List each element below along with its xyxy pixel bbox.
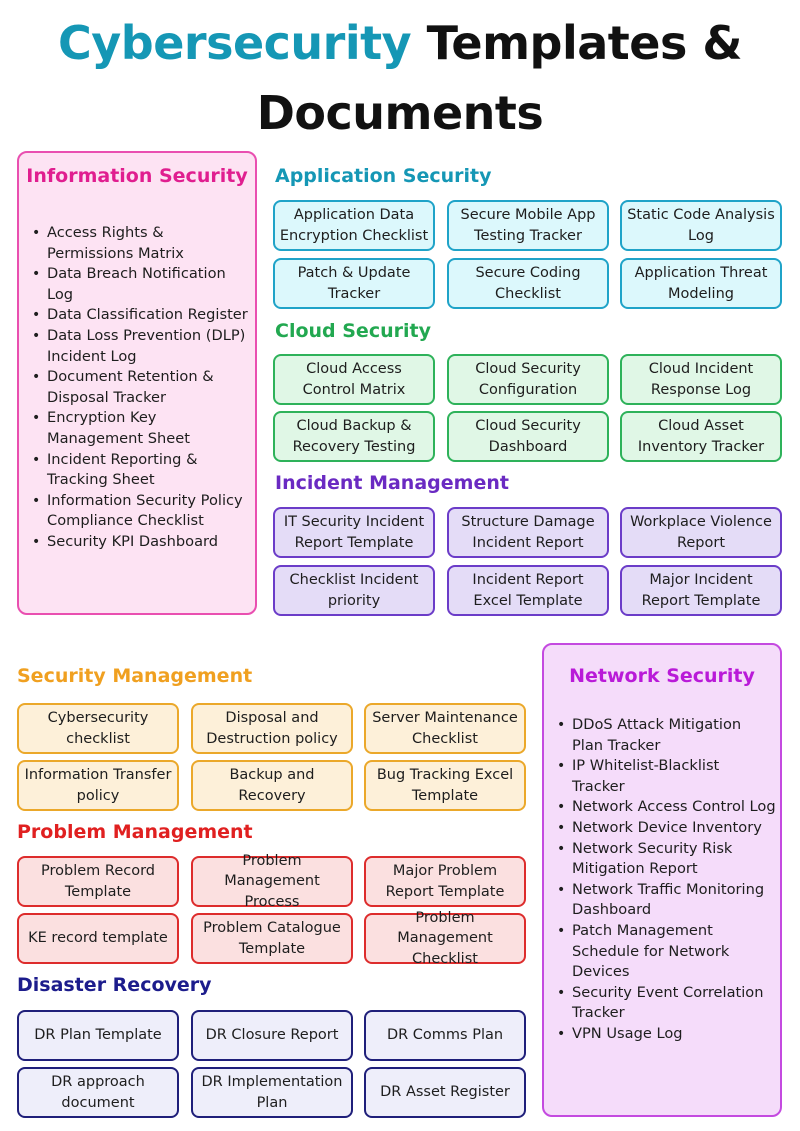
- application-security-heading: Application Security: [275, 165, 492, 187]
- card-cloud-backup-recovery-testing[interactable]: Cloud Backup & Recovery Testing: [273, 411, 435, 462]
- card-problem-record-template[interactable]: Problem Record Template: [17, 856, 179, 907]
- card-information-transfer-policy[interactable]: Information Transfer policy: [17, 760, 179, 811]
- card-incident-report-excel-template[interactable]: Incident Report Excel Template: [447, 565, 609, 616]
- list-item[interactable]: Access Rights & Permissions Matrix: [29, 223, 249, 264]
- list-item[interactable]: Security KPI Dashboard: [29, 532, 249, 553]
- card-server-maintenance-checklist[interactable]: Server Maintenance Checklist: [364, 703, 526, 754]
- card-ke-record-template[interactable]: KE record template: [17, 913, 179, 964]
- card-problem-catalogue-template[interactable]: Problem Catalogue Template: [191, 913, 353, 964]
- network-security-panel: Network Security DDoS Attack Mitigation …: [542, 643, 782, 1117]
- card-cloud-security-configuration[interactable]: Cloud Security Configuration: [447, 354, 609, 405]
- list-item[interactable]: Patch Management Schedule for Network De…: [554, 921, 776, 983]
- card-dr-asset-register[interactable]: DR Asset Register: [364, 1067, 526, 1118]
- cloud-security-heading: Cloud Security: [275, 320, 431, 342]
- card-disposal-destruction-policy[interactable]: Disposal and Destruction policy: [191, 703, 353, 754]
- disaster-recovery-heading: Disaster Recovery: [17, 974, 212, 996]
- incident-management-heading: Incident Management: [275, 472, 509, 494]
- list-item[interactable]: Network Device Inventory: [554, 818, 776, 839]
- card-structure-damage-incident-report[interactable]: Structure Damage Incident Report: [447, 507, 609, 558]
- card-cybersecurity-checklist[interactable]: Cybersecurity checklist: [17, 703, 179, 754]
- list-item[interactable]: Data Breach Notification Log: [29, 264, 249, 305]
- information-security-list: Access Rights & Permissions Matrix Data …: [29, 223, 249, 553]
- card-backup-and-recovery[interactable]: Backup and Recovery: [191, 760, 353, 811]
- list-item[interactable]: Data Classification Register: [29, 305, 249, 326]
- card-static-code-analysis-log[interactable]: Static Code Analysis Log: [620, 200, 782, 251]
- card-problem-management-process[interactable]: Problem Management Process: [191, 853, 353, 910]
- list-item[interactable]: Document Retention & Disposal Tracker: [29, 367, 249, 408]
- card-it-security-incident-report-template[interactable]: IT Security Incident Report Template: [273, 507, 435, 558]
- list-item[interactable]: Encryption Key Management Sheet: [29, 408, 249, 449]
- card-dr-plan-template[interactable]: DR Plan Template: [17, 1010, 179, 1061]
- card-cloud-asset-inventory-tracker[interactable]: Cloud Asset Inventory Tracker: [620, 411, 782, 462]
- title-rest: Templates & Documents: [256, 16, 743, 140]
- information-security-panel: Information Security Access Rights & Per…: [17, 151, 257, 615]
- card-checklist-incident-priority[interactable]: Checklist Incident priority: [273, 565, 435, 616]
- card-dr-approach-document[interactable]: DR approach document: [17, 1067, 179, 1118]
- network-security-heading: Network Security: [569, 665, 755, 687]
- card-secure-mobile-app-testing-tracker[interactable]: Secure Mobile App Testing Tracker: [447, 200, 609, 251]
- title-accent: Cybersecurity: [58, 16, 412, 70]
- list-item[interactable]: VPN Usage Log: [554, 1024, 776, 1045]
- list-item[interactable]: Network Access Control Log: [554, 797, 776, 818]
- card-application-data-encryption-checklist[interactable]: Application Data Encryption Checklist: [273, 200, 435, 251]
- card-secure-coding-checklist[interactable]: Secure Coding Checklist: [447, 258, 609, 309]
- list-item[interactable]: Security Event Correlation Tracker: [554, 983, 776, 1024]
- card-cloud-incident-response-log[interactable]: Cloud Incident Response Log: [620, 354, 782, 405]
- network-security-list: DDoS Attack Mitigation Plan Tracker IP W…: [554, 715, 776, 1045]
- card-bug-tracking-excel-template[interactable]: Bug Tracking Excel Template: [364, 760, 526, 811]
- card-problem-management-checklist[interactable]: Problem Management Checklist: [364, 910, 526, 967]
- card-cloud-access-control-matrix[interactable]: Cloud Access Control Matrix: [273, 354, 435, 405]
- problem-management-heading: Problem Management: [17, 821, 253, 843]
- list-item[interactable]: Incident Reporting & Tracking Sheet: [29, 450, 249, 491]
- list-item[interactable]: Network Traffic Monitoring Dashboard: [554, 880, 776, 921]
- list-item[interactable]: DDoS Attack Mitigation Plan Tracker: [554, 715, 776, 756]
- page-title: Cybersecurity Templates & Documents: [0, 8, 800, 148]
- card-application-threat-modeling[interactable]: Application Threat Modeling: [620, 258, 782, 309]
- card-dr-implementation-plan[interactable]: DR Implementation Plan: [191, 1067, 353, 1118]
- card-cloud-security-dashboard[interactable]: Cloud Security Dashboard: [447, 411, 609, 462]
- list-item[interactable]: Data Loss Prevention (DLP) Incident Log: [29, 326, 249, 367]
- card-workplace-violence-report[interactable]: Workplace Violence Report: [620, 507, 782, 558]
- card-patch-update-tracker[interactable]: Patch & Update Tracker: [273, 258, 435, 309]
- list-item[interactable]: IP Whitelist-Blacklist Tracker: [554, 756, 776, 797]
- list-item[interactable]: Information Security Policy Compliance C…: [29, 491, 249, 532]
- card-dr-closure-report[interactable]: DR Closure Report: [191, 1010, 353, 1061]
- list-item[interactable]: Network Security Risk Mitigation Report: [554, 839, 776, 880]
- card-major-problem-report-template[interactable]: Major Problem Report Template: [364, 856, 526, 907]
- information-security-heading: Information Security: [26, 165, 248, 187]
- card-dr-comms-plan[interactable]: DR Comms Plan: [364, 1010, 526, 1061]
- security-management-heading: Security Management: [17, 665, 253, 687]
- card-major-incident-report-template[interactable]: Major Incident Report Template: [620, 565, 782, 616]
